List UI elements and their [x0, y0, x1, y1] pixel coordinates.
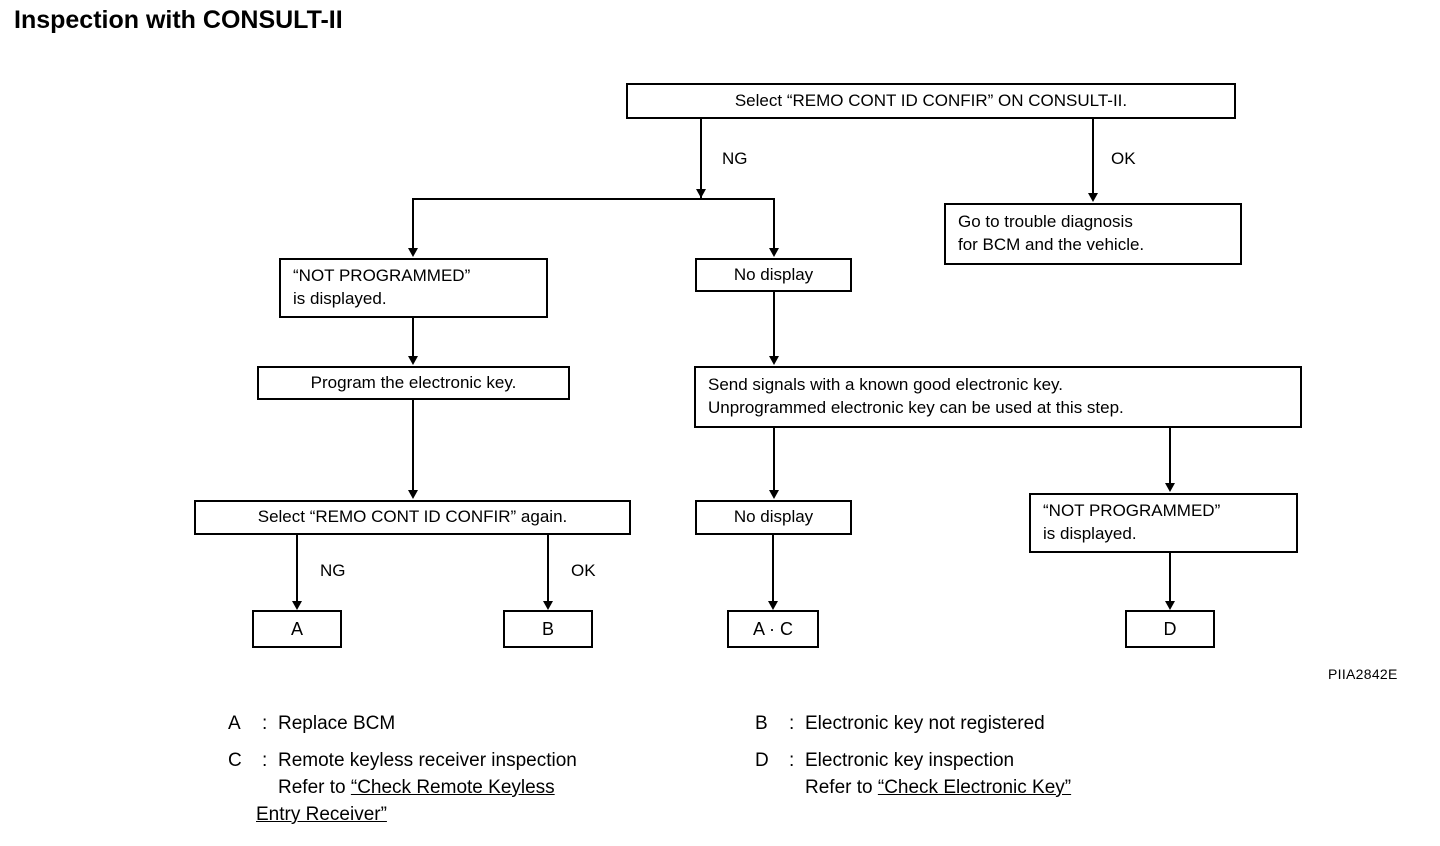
legend-item-c-link-line1[interactable]: “Check Remote Keyless — [350, 776, 555, 798]
arrowhead-not-programmed-right-to-terminal-d — [1165, 601, 1175, 610]
legend-item-d: D: Electronic key inspection Refer to “Ch… — [755, 748, 1071, 802]
arrowhead-send-signals-to-not-programmed-right — [1165, 483, 1175, 492]
node-terminal-ac: A · C — [727, 610, 819, 648]
figure-code: PIIA2842E — [1328, 666, 1398, 682]
connector-select-again-to-terminal-b — [547, 535, 549, 601]
legend-item-c-link-line2[interactable]: Entry Receiver” — [256, 803, 387, 825]
connector-send-signals-to-not-programmed-right — [1169, 428, 1171, 483]
node-terminal-a-label: A — [290, 618, 303, 639]
branch-label-ok-top: OK — [1111, 149, 1136, 168]
node-terminal-a: A — [252, 610, 342, 648]
legend-item-d-link-line1[interactable]: “Check Electronic Key” — [877, 776, 1072, 798]
arrowhead-select-again-to-terminal-b — [543, 601, 553, 610]
legend-item-c-colon: : — [262, 750, 268, 771]
connector-ng-bus-to-no-display — [773, 198, 775, 248]
connector-not-programmed-right-to-terminal-d — [1169, 553, 1171, 601]
arrowhead-send-signals-to-no-display — [769, 490, 779, 499]
node-start-line1: Select “REMO CONT ID CONFIR” ON CONSULT-… — [734, 90, 1128, 110]
node-send-signals: Send signals with a known good electroni… — [694, 366, 1302, 428]
node-goto-diagnosis: Go to trouble diagnosis for BCM and the … — [944, 203, 1242, 265]
legend-item-c-text: Remote keyless receiver inspection — [278, 750, 577, 771]
legend-item-a: A: Replace BCM — [228, 711, 395, 738]
node-terminal-b: B — [503, 610, 593, 648]
node-select-again: Select “REMO CONT ID CONFIR” again. — [194, 500, 631, 535]
branch-label-ng-bottom: NG — [320, 561, 346, 580]
node-start: Select “REMO CONT ID CONFIR” ON CONSULT-… — [626, 83, 1236, 119]
legend-item-b: B: Electronic key not registered — [755, 711, 1045, 738]
arrowhead-not-programmed-to-program-key — [408, 356, 418, 365]
arrowhead-select-again-to-terminal-a — [292, 601, 302, 610]
legend-item-d-colon: : — [789, 750, 795, 771]
node-goto-diagnosis-line2: for BCM and the vehicle. — [958, 235, 1145, 254]
node-not-programmed-left-line2: is displayed. — [293, 289, 387, 308]
node-terminal-ac-label: A · C — [752, 618, 793, 639]
page-title: Inspection with CONSULT-II — [14, 6, 343, 34]
node-select-again-line1: Select “REMO CONT ID CONFIR” again. — [257, 507, 568, 527]
legend-item-a-key: A — [228, 713, 241, 734]
node-not-programmed-right-line1: “NOT PROGRAMMED” — [1043, 501, 1221, 521]
legend-item-b-colon: : — [789, 713, 795, 734]
arrowhead-no-display-to-send-signals — [769, 356, 779, 365]
legend-item-b-text: Electronic key not registered — [805, 713, 1045, 734]
legend-item-d-text: Electronic key inspection — [805, 750, 1015, 771]
node-terminal-d-label: D — [1163, 618, 1177, 639]
legend-item-d-refer-line: Refer to “Check Electronic Key” — [755, 775, 1071, 802]
node-not-programmed-right-line2: is displayed. — [1043, 524, 1137, 543]
connector-start-to-ng — [700, 119, 702, 198]
connector-start-to-ok — [1092, 119, 1094, 194]
node-send-signals-line2: Unprogrammed electronic key can be used … — [708, 398, 1124, 417]
legend-item-a-text: Replace BCM — [278, 713, 396, 734]
node-terminal-d: D — [1125, 610, 1215, 648]
legend-item-d-key: D — [755, 750, 769, 771]
legend-item-d-refer-prefix: Refer to — [805, 776, 878, 798]
connector-ng-bus — [412, 198, 775, 200]
arrowhead-ng-to-not-programmed — [408, 248, 418, 257]
legend-item-b-key: B — [755, 713, 768, 734]
legend-item-c-refer-prefix: Refer to — [278, 776, 351, 798]
branch-label-ng-top: NG — [722, 149, 748, 168]
node-no-display-lower-line1: No display — [733, 507, 814, 527]
connector-select-again-to-terminal-a — [296, 535, 298, 601]
connector-not-programmed-to-program-key — [412, 318, 414, 356]
arrowhead-ng-to-no-display — [769, 248, 779, 257]
node-not-programmed-right: “NOT PROGRAMMED” is displayed. — [1029, 493, 1298, 553]
connector-send-signals-to-no-display — [773, 428, 775, 490]
node-no-display-upper-line1: No display — [733, 264, 814, 284]
node-no-display-upper: No display — [695, 258, 852, 292]
node-send-signals-line1: Send signals with a known good electroni… — [708, 375, 1063, 395]
legend-item-a-colon: : — [262, 713, 268, 734]
arrowhead-start-to-ok — [1088, 193, 1098, 202]
legend-item-c-refer-line: Refer to “Check Remote Keyless — [228, 775, 577, 802]
node-terminal-b-label: B — [541, 618, 554, 639]
connector-no-display-to-send-signals — [773, 292, 775, 356]
legend-item-c-link-line2-wrap: Entry Receiver” — [228, 802, 577, 829]
node-program-key: Program the electronic key. — [257, 366, 570, 400]
connector-no-display-to-terminal-ac — [772, 535, 774, 601]
legend-item-c: C: Remote keyless receiver inspection Ref… — [228, 748, 577, 829]
legend-item-c-key: C — [228, 750, 242, 771]
node-not-programmed-left: “NOT PROGRAMMED” is displayed. — [279, 258, 548, 318]
connector-program-key-to-select-again — [412, 400, 414, 490]
arrowhead-start-to-ng — [696, 189, 706, 198]
arrowhead-program-key-to-select-again — [408, 490, 418, 499]
node-goto-diagnosis-line1: Go to trouble diagnosis — [958, 212, 1133, 232]
branch-label-ok-bottom: OK — [571, 561, 596, 580]
node-program-key-line1: Program the electronic key. — [310, 372, 517, 392]
connector-ng-bus-to-not-programmed — [412, 198, 414, 248]
arrowhead-no-display-to-terminal-ac — [768, 601, 778, 610]
node-no-display-lower: No display — [695, 500, 852, 535]
node-not-programmed-left-line1: “NOT PROGRAMMED” — [293, 266, 471, 286]
